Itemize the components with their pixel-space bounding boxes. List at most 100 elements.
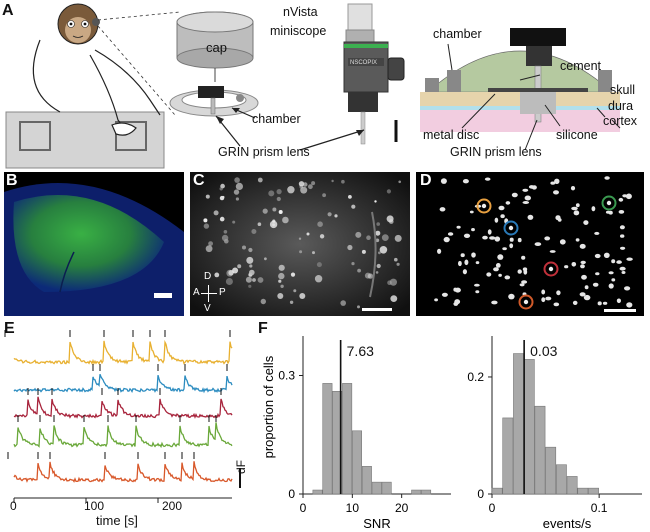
cell-blob bbox=[245, 276, 252, 283]
segmented-cell bbox=[505, 201, 511, 205]
segmented-cell bbox=[522, 267, 528, 271]
median-label: 7.63 bbox=[347, 343, 374, 359]
cell-blob bbox=[282, 216, 289, 224]
cell-blob bbox=[361, 249, 366, 254]
compass-a: A bbox=[193, 287, 200, 298]
cell-blob bbox=[351, 204, 356, 209]
cell-blob bbox=[375, 230, 381, 236]
median-label: 0.03 bbox=[530, 343, 557, 359]
cell-blob bbox=[376, 222, 380, 226]
cell-blob bbox=[264, 257, 267, 261]
cell-blob bbox=[396, 262, 400, 266]
segmented-cell bbox=[524, 195, 531, 201]
cell-blob bbox=[277, 293, 284, 299]
segmented-cell bbox=[487, 229, 492, 235]
hist-bar bbox=[352, 430, 363, 495]
cell-blob bbox=[257, 277, 264, 283]
label-grin-right: GRIN prism lens bbox=[450, 145, 542, 159]
highlight-circle-3 bbox=[518, 294, 534, 310]
segmented-cell bbox=[493, 267, 499, 272]
cell-blob bbox=[203, 223, 210, 229]
segmented-cell bbox=[608, 283, 614, 289]
label-cement: cement bbox=[560, 59, 601, 73]
cell-blob bbox=[378, 251, 381, 255]
cell-blob bbox=[314, 275, 323, 283]
cell-blob bbox=[334, 214, 338, 218]
cell-blob bbox=[235, 182, 243, 190]
segmented-cell bbox=[462, 269, 467, 275]
cell-blob bbox=[341, 179, 345, 184]
label-metal-disc: metal disc bbox=[423, 128, 480, 142]
hist-bar bbox=[555, 464, 567, 495]
segmented-cell bbox=[541, 289, 546, 295]
cell-blob bbox=[293, 289, 297, 293]
hist-xtick-label: 0 bbox=[489, 501, 496, 515]
segmented-cell bbox=[528, 185, 535, 189]
segmented-cell bbox=[622, 194, 628, 198]
segmented-cell bbox=[458, 260, 462, 267]
segmented-cell bbox=[460, 253, 465, 258]
cell-blob bbox=[233, 189, 240, 195]
cell-blob bbox=[376, 263, 381, 269]
segmented-cell bbox=[453, 287, 457, 292]
cell-blob bbox=[223, 230, 228, 234]
cell-blob bbox=[327, 212, 332, 217]
device-brand: NSCOPIX bbox=[350, 60, 377, 66]
segmented-cell bbox=[620, 246, 626, 250]
calcium-trace-0 bbox=[13, 339, 233, 365]
e-xtick-1: 100 bbox=[84, 499, 105, 513]
segmented-cell bbox=[495, 263, 501, 268]
cell-blob bbox=[364, 272, 371, 279]
cell-blob bbox=[316, 262, 322, 268]
segmented-cell bbox=[571, 262, 577, 267]
segmented-cell bbox=[504, 275, 511, 280]
segmented-cell bbox=[469, 210, 474, 214]
cell-blob bbox=[251, 229, 257, 234]
cell-blob bbox=[303, 182, 308, 187]
hist-bar bbox=[361, 466, 372, 495]
cell-blob bbox=[280, 284, 284, 288]
cell-blob bbox=[276, 189, 282, 195]
hist-ytick-label: 0 bbox=[477, 487, 484, 501]
segmented-cell bbox=[605, 210, 611, 214]
segmented-cell bbox=[486, 272, 492, 277]
cell-blob bbox=[278, 264, 285, 271]
segmented-cell bbox=[571, 206, 578, 211]
cell-blob bbox=[366, 235, 371, 240]
panel-d-letter: D bbox=[420, 172, 432, 189]
segmented-cell bbox=[604, 176, 610, 180]
segmented-cell bbox=[463, 233, 471, 238]
segmented-cell bbox=[553, 302, 560, 307]
cell-blob bbox=[398, 180, 401, 184]
prism-holder bbox=[198, 86, 224, 98]
segmented-cell bbox=[440, 178, 447, 184]
cell-blob bbox=[278, 279, 282, 283]
segmented-cell bbox=[554, 178, 560, 184]
cell-blob bbox=[322, 193, 326, 198]
scale-bar-c bbox=[362, 308, 392, 311]
segmented-cell bbox=[583, 220, 589, 225]
cell-blob bbox=[381, 234, 389, 241]
hist-xtick-label: 20 bbox=[395, 501, 409, 515]
hist-bar bbox=[566, 476, 578, 495]
cell-blob bbox=[205, 194, 210, 199]
hist-bar bbox=[577, 487, 589, 495]
segmented-cell bbox=[557, 218, 562, 222]
cell-blob bbox=[257, 222, 262, 226]
segmented-cell bbox=[594, 231, 600, 235]
segmented-cell bbox=[544, 236, 551, 241]
label-chamber-left: chamber bbox=[252, 112, 301, 126]
segmented-cell bbox=[616, 298, 621, 304]
segmented-cell bbox=[572, 300, 578, 305]
task-table bbox=[5, 111, 165, 169]
cell-blob bbox=[249, 269, 255, 276]
hist-ytick-label: 0.3 bbox=[278, 369, 295, 383]
compass-v: V bbox=[204, 303, 211, 314]
cell-blob bbox=[257, 177, 263, 183]
calcium-trace-3 bbox=[13, 422, 233, 449]
cell-blob bbox=[331, 179, 334, 183]
panel-b-image bbox=[4, 172, 184, 316]
segmented-cell bbox=[550, 181, 556, 185]
